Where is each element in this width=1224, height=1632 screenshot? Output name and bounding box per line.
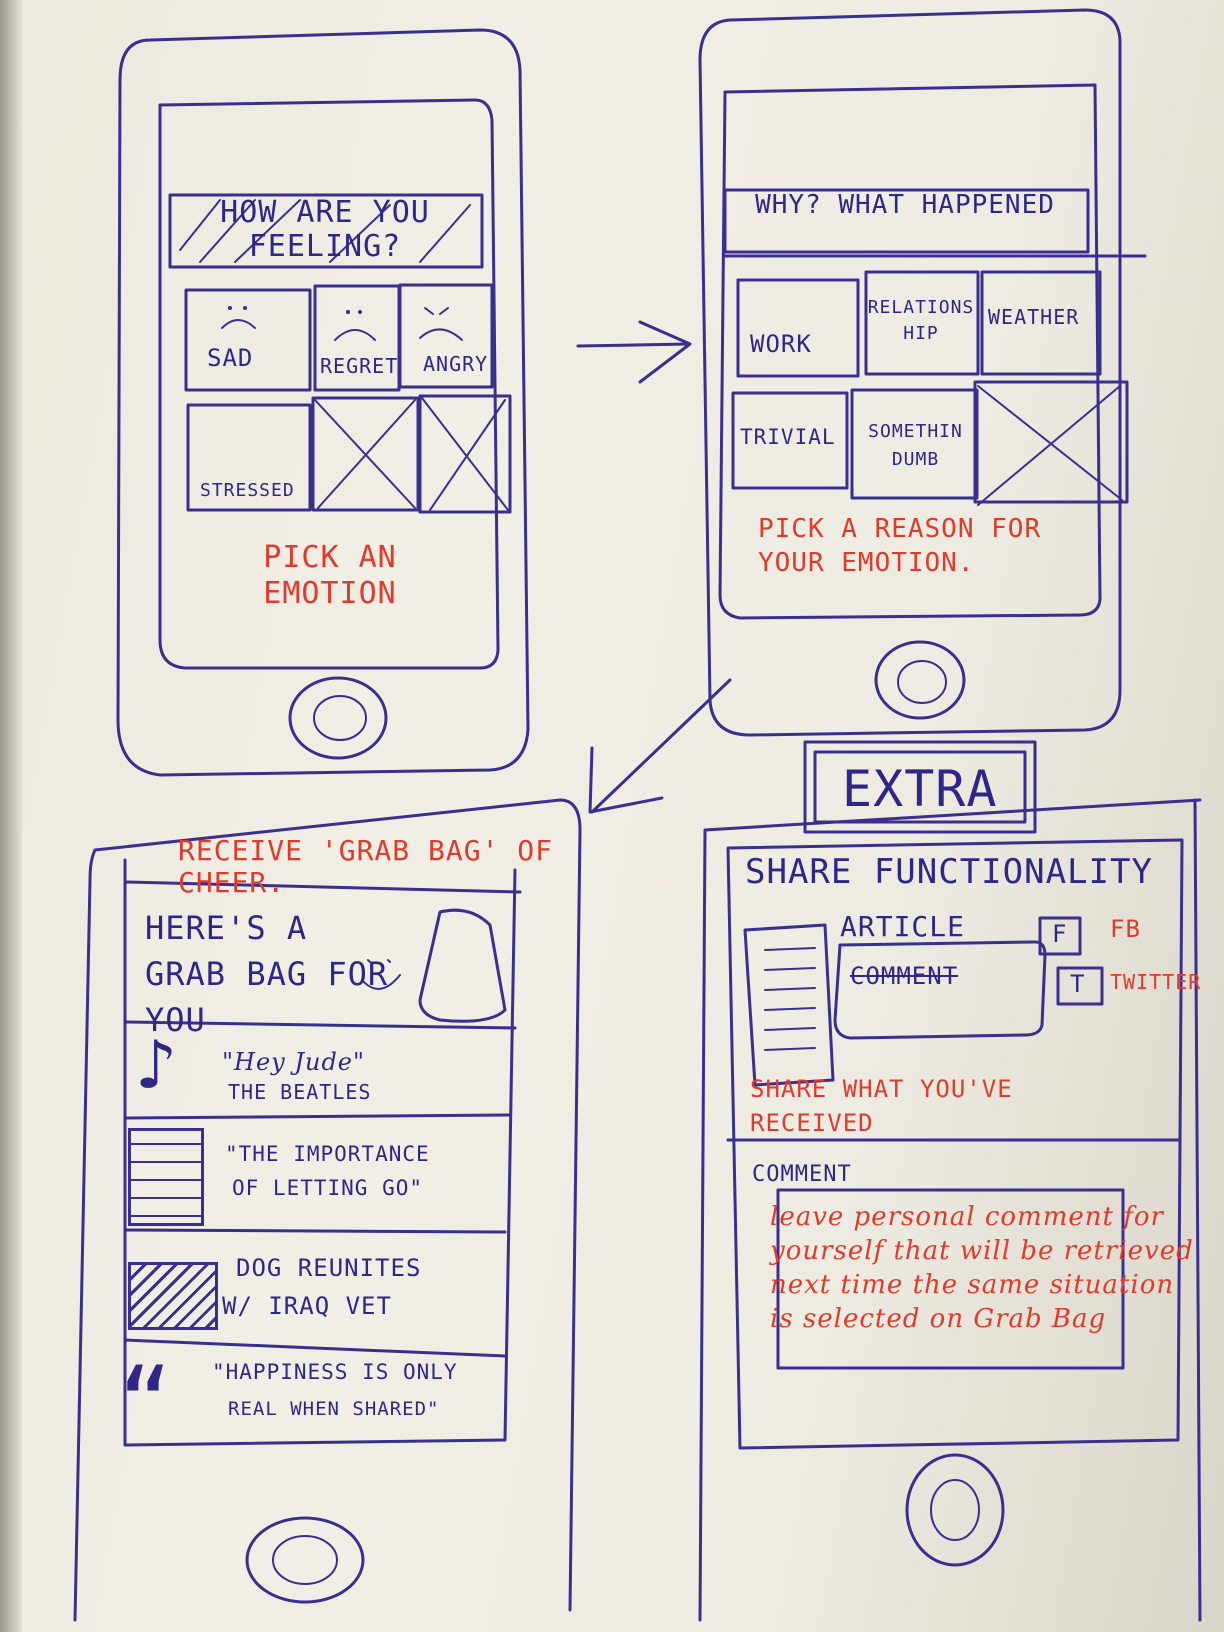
extra-badge-outer (803, 740, 1037, 834)
emotion-tile-sad (184, 288, 312, 392)
grab-bag-item-subtitle: THE BEATLES (228, 1080, 372, 1104)
music-note-icon: ♪ (135, 1024, 179, 1106)
phone-1-header-box (168, 193, 484, 269)
grab-bag-item-title: DOG REUNITES (236, 1254, 422, 1282)
grab-bag-heading: HERE'S A GRAB BAG FOR YOU (145, 909, 389, 1039)
article-label: ARTICLE (840, 910, 966, 943)
phone-3-screen (123, 858, 522, 1447)
screen1-instruction: PICK AN EMOTION (263, 540, 397, 611)
phone-3-home-button (245, 1516, 365, 1604)
reason-label-relationship[interactable]: RELATIONSHIP (867, 297, 975, 344)
screen2-header: WHY? WHAT HAPPENED (755, 190, 1055, 220)
emotion-label-sad[interactable]: SAD (207, 344, 254, 372)
emotion-tile-angry (398, 283, 494, 389)
grab-bag-item-subtitle: REAL WHEN SHARED" (228, 1398, 440, 1420)
reason-tile-work (736, 278, 860, 378)
grab-bag-item-subtitle: W/ IRAQ VET (222, 1292, 392, 1320)
phone-4-screen (726, 838, 1184, 1450)
reason-tile-placeholder (973, 380, 1129, 504)
tv-icon (128, 1262, 218, 1330)
comment-bubble (833, 940, 1047, 1040)
reason-label-trivial[interactable]: TRIVIAL (740, 425, 836, 449)
reason-tile-something-dumb (850, 388, 979, 500)
phone-2-header-box (723, 188, 1090, 254)
article-icon (128, 1128, 204, 1226)
twitter-label[interactable]: TWITTER (1110, 970, 1202, 994)
flow-arrow-right (576, 320, 692, 384)
emotion-tile-placeholder-2 (418, 394, 512, 514)
screen3-annotation: RECEIVE 'GRAB BAG' OF CHEER. (178, 834, 554, 899)
grab-bag-item-title: "Hey Jude" (222, 1048, 366, 1076)
emotion-label-angry[interactable]: ANGRY (423, 352, 489, 376)
share-title: SHARE FUNCTIONALITY (745, 852, 1153, 892)
grab-bag-icon (418, 908, 507, 1023)
phone-4-home-button (905, 1453, 1005, 1567)
phone-1-outline (116, 28, 530, 777)
screen2-instruction: PICK A REASON FOR YOUR EMOTION. (758, 514, 1042, 578)
twitter-key[interactable]: T (1070, 970, 1086, 998)
comment-input-box (776, 1188, 1125, 1370)
fb-label[interactable]: FB (1110, 915, 1141, 943)
reason-label-something-dumb[interactable]: SOMETHIN DUMB (868, 421, 963, 470)
fb-key-box (1038, 916, 1082, 956)
emotion-label-regret[interactable]: REGRET (320, 354, 399, 378)
phone-4-outline (698, 798, 1202, 1622)
flow-arrow-down-left (588, 678, 732, 814)
paper-edge (0, 0, 22, 1632)
phone-1-header-hatch (179, 199, 471, 263)
quote-icon: “ (118, 1350, 174, 1455)
phone-1-screen (158, 98, 500, 670)
emotion-label-stressed[interactable]: STRESSED (200, 480, 295, 501)
emotion-tile-stressed (186, 403, 312, 512)
grab-bag-item-subtitle: OF LETTING GO" (232, 1176, 424, 1200)
extra-badge: EXTRA (842, 760, 998, 818)
grab-bag-item-title: "THE IMPORTANCE (225, 1142, 430, 1166)
grab-bag-item-title: "HAPPINESS IS ONLY (212, 1360, 458, 1384)
emotion-tile-placeholder-1 (311, 396, 420, 512)
reason-tile-weather (980, 270, 1102, 376)
comment-label: COMMENT (752, 1162, 852, 1187)
twitter-key-box (1056, 966, 1104, 1006)
reason-label-work[interactable]: WORK (750, 330, 812, 358)
comment-note[interactable]: leave personal comment for yourself that… (770, 1202, 1194, 1334)
fb-key[interactable]: F (1052, 920, 1068, 948)
reason-tile-relationship (864, 270, 980, 376)
phone-3-outline (73, 798, 582, 1622)
article-thumb (743, 923, 835, 1087)
share-note: SHARE WHAT YOU'VE RECEIVED (750, 1075, 1013, 1137)
phone-1-home-button (288, 676, 388, 760)
phone-2-screen (718, 83, 1102, 620)
reason-tile-trivial (731, 391, 849, 490)
screen1-header: HOW ARE YOU FEELING? (220, 195, 430, 264)
comment-box-label[interactable]: COMMENT (850, 962, 959, 990)
phone-2-home-button (874, 640, 966, 720)
reason-label-weather[interactable]: WEATHER (988, 305, 1080, 329)
phone-2-outline (698, 8, 1122, 737)
